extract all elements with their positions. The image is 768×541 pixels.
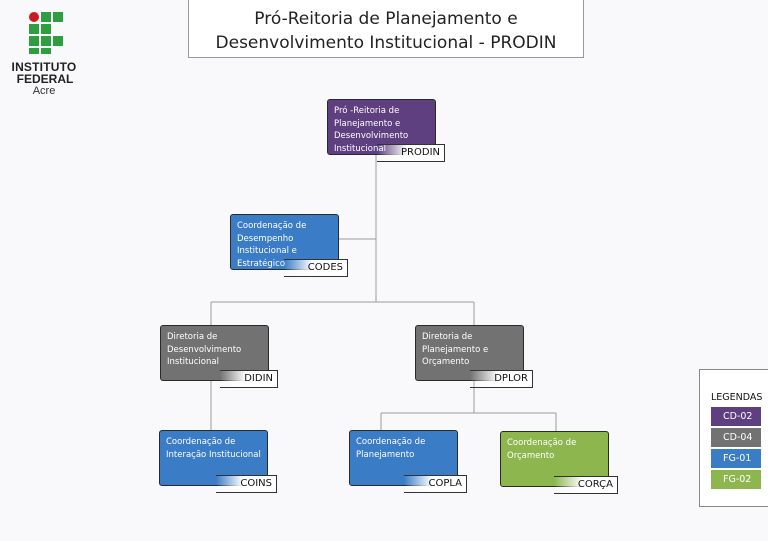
legend-item-cd02: CD-02 — [711, 407, 761, 426]
legend-item-cd04: CD-04 — [711, 428, 761, 447]
node-acronym: CORÇA — [553, 476, 618, 494]
org-node-didin[interactable]: Diretoria de Desenvolvimento Institucion… — [160, 325, 278, 388]
node-label: Coordenação de Interação Institucional — [166, 437, 261, 460]
institution-logo: INSTITUTO FEDERAL Acre — [8, 8, 80, 100]
node-label: Diretoria de Desenvolvimento Institucion… — [167, 332, 242, 367]
org-node-dplor[interactable]: Diretoria de Planejamento e Orçamento DP… — [415, 325, 533, 388]
node-label: Pró -Reitoria de Planejamento e Desenvol… — [334, 106, 409, 154]
org-node-prodin[interactable]: Pró -Reitoria de Planejamento e Desenvol… — [327, 99, 445, 162]
legend-panel: LEGENDAS CD-02 CD-04 FG-01 FG-02 — [699, 369, 768, 507]
node-acronym: COINS — [216, 475, 277, 493]
org-node-coins[interactable]: Coordenação de Interação Institucional C… — [159, 430, 277, 493]
page-title-line1: Pró-Reitoria de Planejamento e — [254, 9, 518, 29]
node-label: Diretoria de Planejamento e Orçamento — [422, 332, 489, 367]
org-node-corca[interactable]: Coordenação de Orçamento CORÇA — [500, 431, 618, 494]
org-node-copla[interactable]: Coordenação de Planejamento COPLA — [349, 430, 467, 493]
legend-title: LEGENDAS — [711, 392, 763, 403]
node-acronym: COPLA — [404, 475, 467, 493]
node-acronym: DIDIN — [220, 370, 278, 388]
node-acronym: PRODIN — [377, 144, 445, 162]
node-acronym: CODES — [283, 259, 348, 277]
node-label: Coordenação de Planejamento — [356, 437, 426, 460]
org-node-codes[interactable]: Coordenação de Desempenho Institucional … — [230, 214, 348, 277]
logo-campus: Acre — [32, 85, 56, 97]
page-title-line2: Desenvolvimento Institucional - PRODIN — [215, 33, 557, 53]
logo-mark-icon — [29, 12, 71, 54]
node-label: Coordenação de Orçamento — [507, 438, 577, 461]
legend-item-fg02: FG-02 — [711, 470, 761, 489]
node-label: Coordenação de Desempenho Institucional … — [237, 221, 307, 269]
node-acronym: DPLOR — [470, 370, 533, 388]
page-title: Pró-Reitoria de Planejamento e Desenvolv… — [188, 0, 584, 58]
legend-item-fg01: FG-01 — [711, 449, 761, 468]
logo-name-line2: FEDERAL — [16, 72, 74, 86]
logo-name-line1: INSTITUTO — [11, 60, 77, 74]
